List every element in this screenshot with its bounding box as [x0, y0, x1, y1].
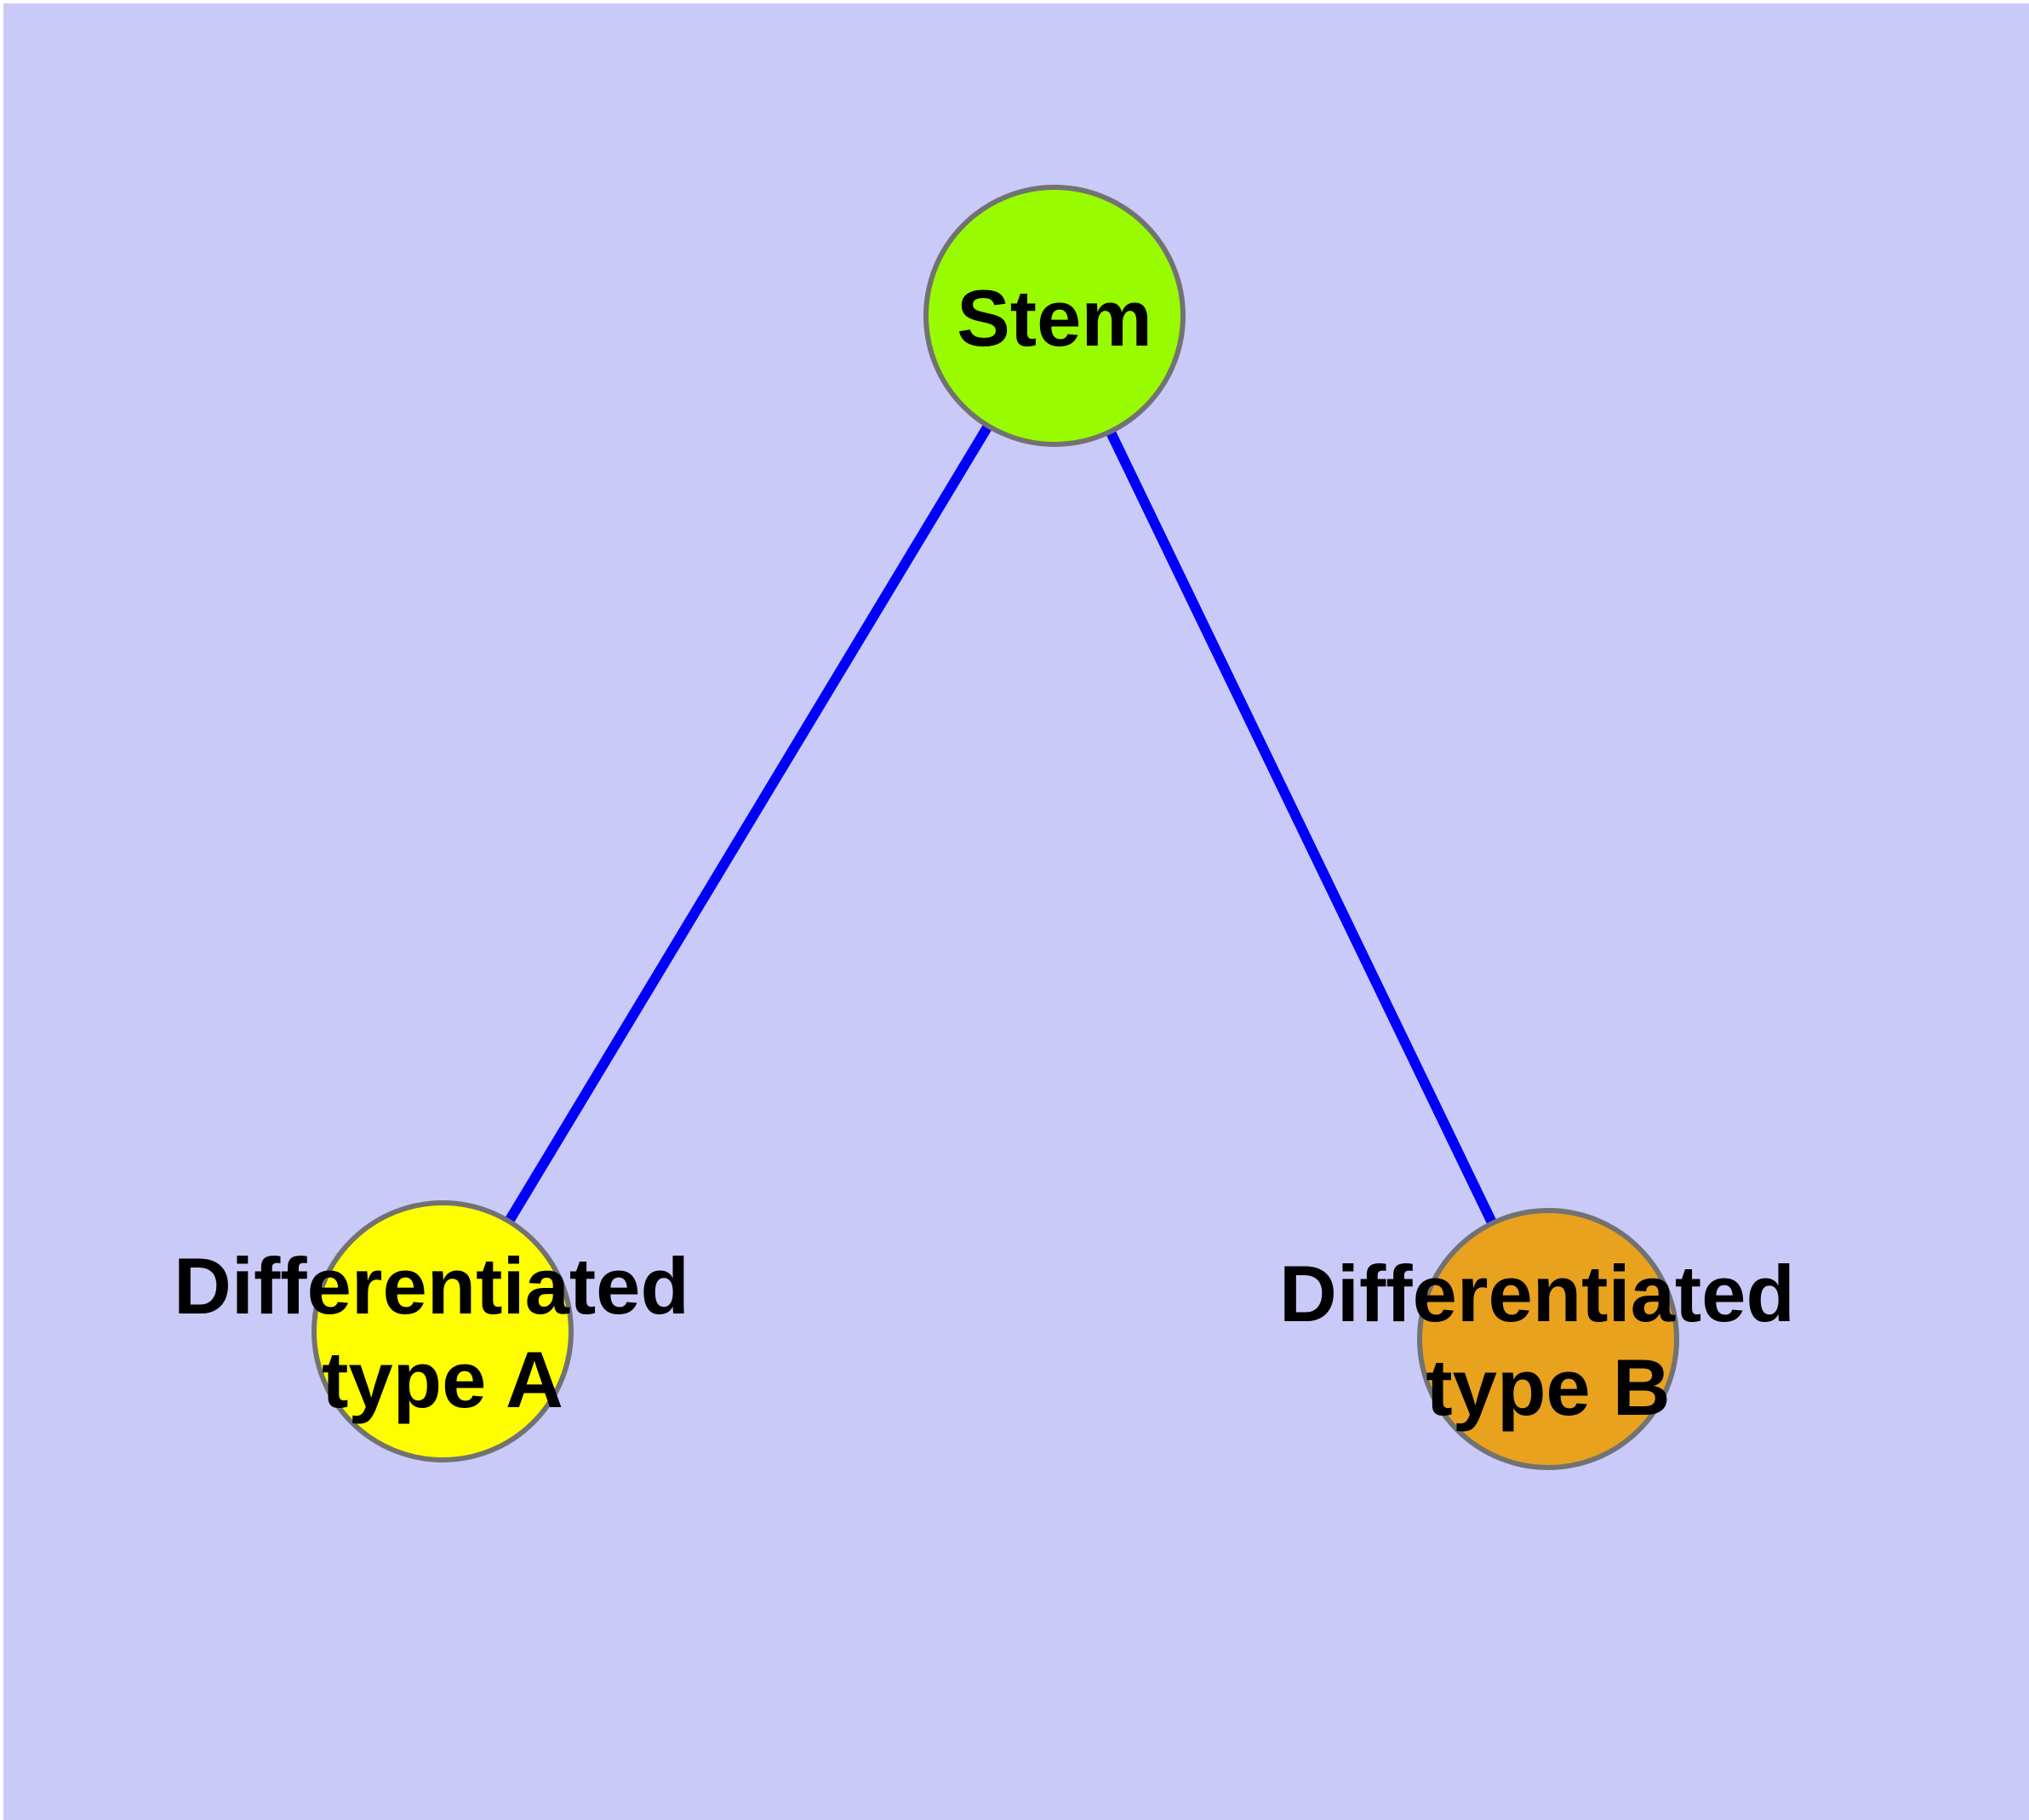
diagram-background: Stem Differentiated type A Differentiate…: [3, 3, 2029, 1820]
type-b-node-label: Differentiated type B: [1279, 1249, 1817, 1432]
type-a-label-line1: Differentiated: [174, 1241, 689, 1331]
node-differentiated-type-a[interactable]: Differentiated type A: [174, 1200, 712, 1462]
type-b-label-line1: Differentiated: [1279, 1249, 1795, 1338]
edge-stem-to-type-a: [437, 312, 1060, 1335]
node-differentiated-type-b[interactable]: Differentiated type B: [1279, 1208, 1817, 1470]
type-a-label-line2: type A: [322, 1335, 563, 1424]
stem-node-circle[interactable]: [923, 185, 1186, 447]
node-stem[interactable]: Stem: [923, 185, 1186, 447]
type-b-label-line2: type B: [1426, 1342, 1670, 1432]
edge-stem-to-type-b: [1049, 313, 1553, 1342]
type-a-node-circle[interactable]: [311, 1200, 574, 1462]
type-b-node-circle[interactable]: [1417, 1208, 1679, 1470]
type-a-node-label: Differentiated type A: [174, 1241, 712, 1424]
stem-node-label: Stem: [957, 273, 1152, 363]
diagram-canvas: Stem Differentiated type A Differentiate…: [174, 185, 1817, 1470]
